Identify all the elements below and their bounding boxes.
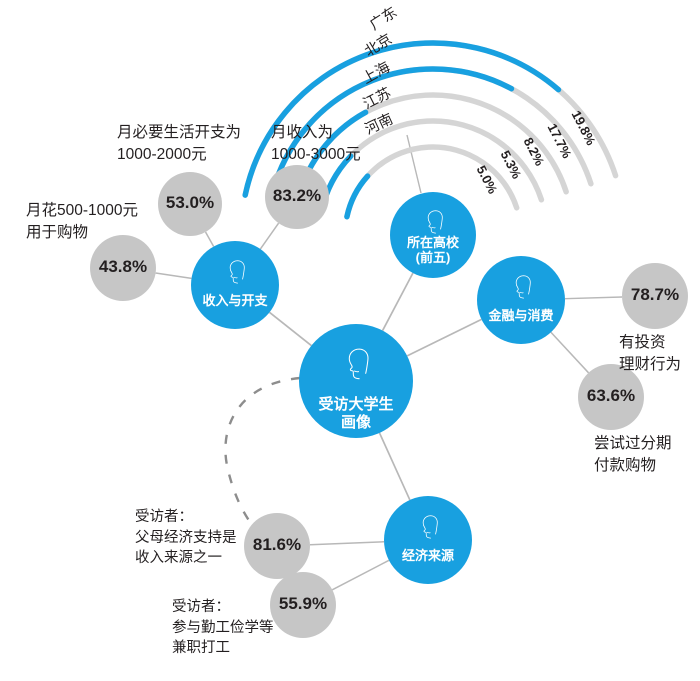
- head-profile-icon: [229, 260, 245, 284]
- connector-line: [378, 432, 411, 501]
- head-mouth-line: [426, 531, 431, 534]
- arc-value-fill: [267, 66, 515, 204]
- arc-value-fill: [242, 40, 562, 198]
- arc-spoke-line: [406, 134, 422, 194]
- stat-circle-part-time-work[interactable]: [270, 572, 336, 638]
- connector-line: [564, 296, 623, 300]
- head-outline-front: [422, 515, 431, 539]
- stat-circle-investment-behavior[interactable]: [622, 263, 688, 329]
- head-outline-front: [515, 275, 524, 299]
- connector-line: [259, 222, 280, 250]
- connector-line: [309, 540, 385, 546]
- head-profile-icon: [422, 515, 438, 539]
- head-outline-back: [523, 275, 531, 295]
- arc-track-河南: [344, 144, 520, 220]
- head-outline-back: [358, 348, 369, 374]
- head-profile-icon: [348, 348, 369, 380]
- connector-line: [268, 311, 312, 347]
- connector-line: [381, 272, 414, 331]
- connector-line: [204, 231, 215, 247]
- hub-circle-finance-consumption[interactable]: [477, 256, 565, 344]
- center-circle[interactable]: [299, 324, 413, 438]
- head-outline-back: [430, 515, 438, 535]
- head-mouth-line: [233, 276, 238, 279]
- arc-track-广东: [242, 40, 619, 198]
- arc-track-北京: [267, 66, 594, 204]
- hub-circle-income-expense[interactable]: [191, 241, 279, 329]
- connector-line: [331, 559, 390, 591]
- head-outline-front: [348, 348, 360, 380]
- hub-circle-economic-source[interactable]: [384, 496, 472, 584]
- stat-circle-living-expense[interactable]: [158, 172, 222, 236]
- stat-circle-monthly-income[interactable]: [265, 165, 329, 229]
- connector-line: [155, 272, 192, 280]
- dashed-connector-curve: [224, 376, 301, 531]
- head-outline-back: [435, 210, 443, 230]
- stat-circle-shopping-spend[interactable]: [90, 235, 156, 301]
- stat-circle-parental-support[interactable]: [244, 513, 310, 579]
- stat-circle-installment-payment[interactable]: [578, 364, 644, 430]
- head-profile-icon: [515, 275, 531, 299]
- head-mouth-line: [354, 370, 360, 373]
- arc-value-fill: [344, 173, 371, 220]
- head-outline-front: [229, 260, 238, 284]
- head-profile-icon: [427, 210, 443, 234]
- head-mouth-line: [519, 291, 524, 294]
- head-mouth-line: [431, 226, 436, 229]
- head-outline-front: [427, 210, 436, 234]
- head-outline-back: [237, 260, 245, 280]
- connector-line: [406, 318, 482, 357]
- connector-line: [550, 331, 590, 374]
- hub-circle-university[interactable]: [390, 192, 476, 278]
